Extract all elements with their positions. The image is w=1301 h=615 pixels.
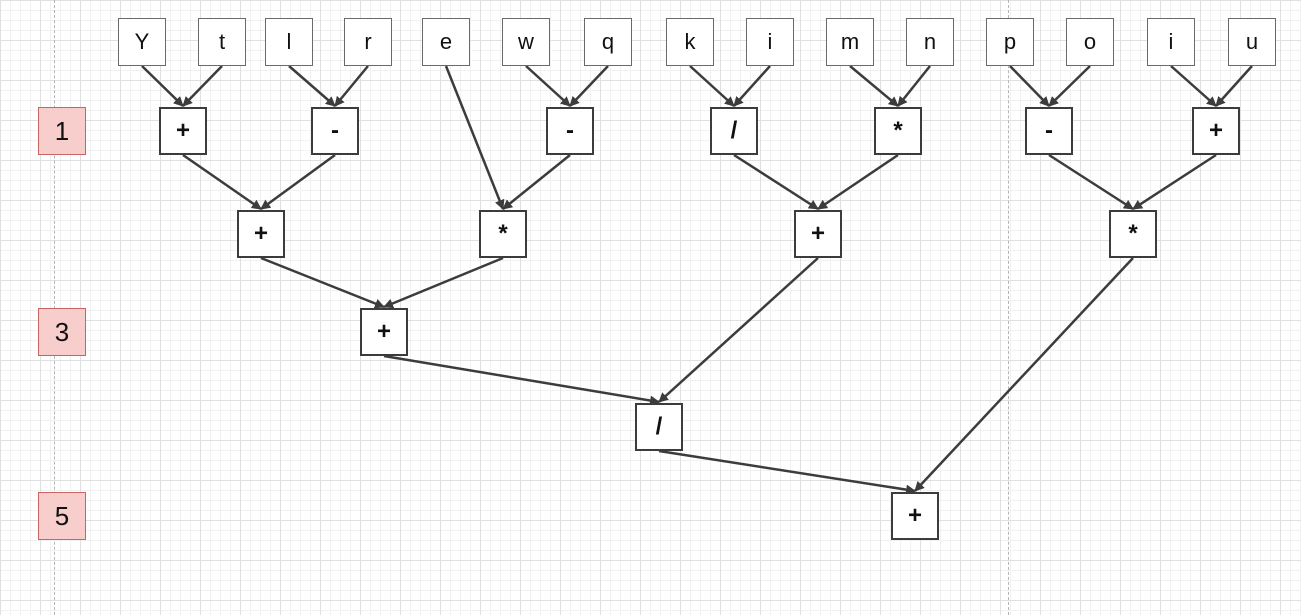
operator-node[interactable]: + xyxy=(159,107,207,155)
connector-arrow xyxy=(914,257,1134,492)
connector-arrow xyxy=(288,65,336,107)
leaf-node[interactable]: Y xyxy=(118,18,166,66)
operator-node[interactable]: - xyxy=(1025,107,1073,155)
edge-group xyxy=(141,65,1253,495)
operator-node[interactable]: * xyxy=(1109,210,1157,258)
connector-arrow xyxy=(569,65,609,107)
connector-arrow xyxy=(525,65,571,107)
leaf-node[interactable]: l xyxy=(265,18,313,66)
operator-node[interactable]: * xyxy=(479,210,527,258)
connector-arrow xyxy=(733,65,771,107)
operator-node[interactable]: - xyxy=(311,107,359,155)
operator-node[interactable]: - xyxy=(546,107,594,155)
operator-node[interactable]: + xyxy=(360,308,408,356)
connector-arrow xyxy=(444,65,505,210)
connector-arrow xyxy=(141,65,184,107)
leaf-node[interactable]: i xyxy=(746,18,794,66)
leaf-node[interactable]: i xyxy=(1147,18,1195,66)
connector-arrow xyxy=(502,154,571,210)
connector-arrow xyxy=(658,449,916,495)
operator-node[interactable]: + xyxy=(237,210,285,258)
operator-node[interactable]: / xyxy=(635,403,683,451)
connector-arrow xyxy=(1132,153,1217,211)
level-label-5: 5 xyxy=(38,492,86,540)
connector-arrow xyxy=(1170,65,1217,107)
leaf-node[interactable]: m xyxy=(826,18,874,66)
page-boundary-guide-right xyxy=(1008,0,1009,615)
connector-arrow xyxy=(182,65,223,107)
connector-arrow xyxy=(1009,65,1050,107)
level-label-3: 3 xyxy=(38,308,86,356)
connector-arrow xyxy=(897,65,931,107)
connector-arrow xyxy=(334,65,369,107)
operator-node[interactable]: + xyxy=(1192,107,1240,155)
connector-arrow xyxy=(182,153,262,211)
level-label-1: 1 xyxy=(38,107,86,155)
connector-arrow xyxy=(383,354,660,406)
operator-node[interactable]: * xyxy=(874,107,922,155)
leaf-node[interactable]: w xyxy=(502,18,550,66)
connector-arrow xyxy=(1215,65,1253,107)
leaf-node[interactable]: t xyxy=(198,18,246,66)
connector-arrow xyxy=(1048,153,1134,211)
connector-arrow xyxy=(383,256,504,309)
connector-arrow xyxy=(260,153,336,211)
leaf-node[interactable]: p xyxy=(986,18,1034,66)
leaf-node[interactable]: u xyxy=(1228,18,1276,66)
leaf-node[interactable]: q xyxy=(584,18,632,66)
connector-arrow xyxy=(817,153,899,211)
connector-arrow xyxy=(733,153,819,211)
connector-arrow xyxy=(689,65,735,107)
leaf-node[interactable]: n xyxy=(906,18,954,66)
leaf-node[interactable]: e xyxy=(422,18,470,66)
operator-node[interactable]: / xyxy=(710,107,758,155)
connector-arrow xyxy=(1048,65,1091,107)
connector-arrow xyxy=(849,65,899,107)
leaf-node[interactable]: k xyxy=(666,18,714,66)
leaf-node[interactable]: r xyxy=(344,18,392,66)
operator-node[interactable]: + xyxy=(891,492,939,540)
page-boundary-guide-left xyxy=(54,0,55,615)
connector-arrow xyxy=(658,257,819,403)
connector-arrow xyxy=(260,256,385,309)
operator-node[interactable]: + xyxy=(794,210,842,258)
leaf-node[interactable]: o xyxy=(1066,18,1114,66)
